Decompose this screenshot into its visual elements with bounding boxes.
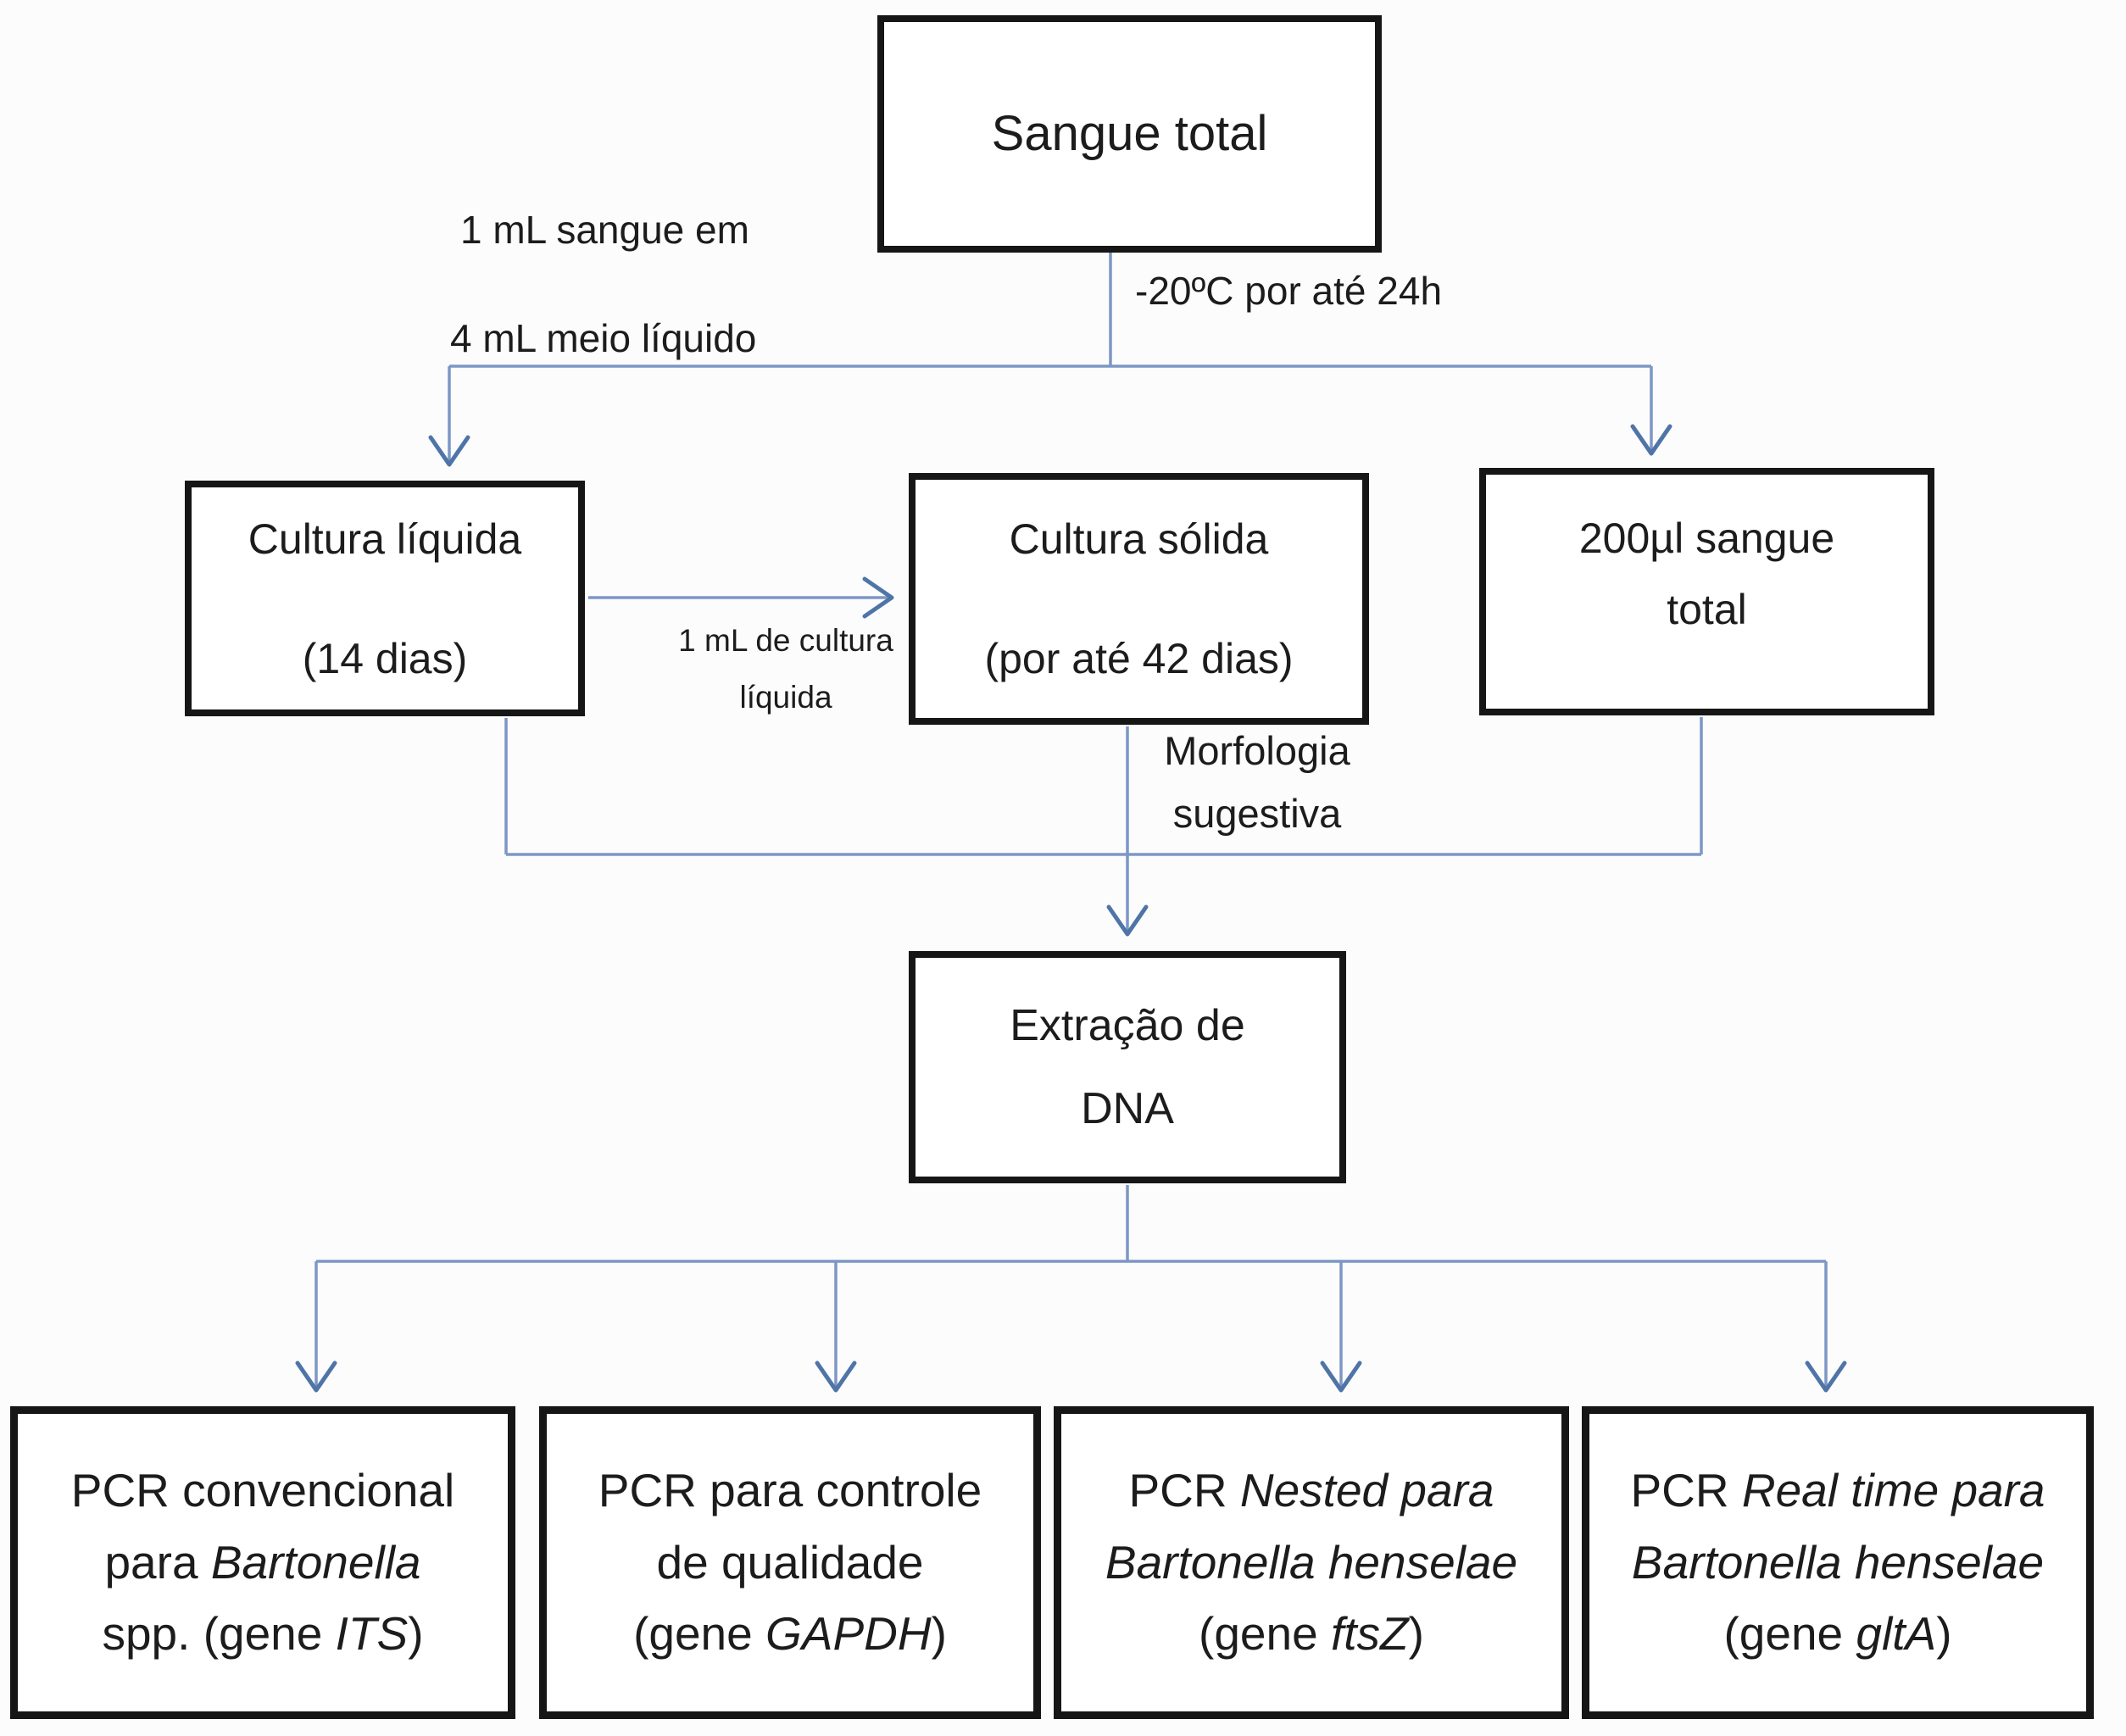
text-line: 200µl sangue [1578,515,1835,562]
text-line: Morfologia [1164,728,1350,773]
arrowhead-down-sangue-200-icon [1630,424,1672,456]
arrowhead-down-pcr-nested-icon [1320,1360,1362,1393]
text-line: PCR Real time para [1630,1464,2045,1517]
box-pcr-controle-qualidade: PCR para controle de qualidade (gene GAPDH… [539,1406,1041,1719]
text-line: (gene GAPDH) [633,1607,947,1661]
label-sample-volume-line2: 4 mL meio líquido [450,316,757,360]
text-line: spp. (gene ITS) [102,1607,424,1661]
text-line: Extração de [1010,1000,1245,1050]
arrowhead-down-pcr-controle-icon [815,1360,857,1393]
text-line: (por até 42 dias) [984,635,1294,682]
text-line: Cultura sólida [1009,515,1269,563]
text-line: PCR para controle [598,1464,982,1517]
arrowhead-down-pcr-realtime-icon [1805,1360,1847,1393]
label-liquid-to-solid-transfer: 1 mL de cultura líquida [646,623,926,715]
text-line: de qualidade [656,1535,924,1589]
box-pcr-convencional: PCR convencional para Bartonella spp. (gen… [10,1406,515,1719]
arrowhead-down-extracao-icon [1106,904,1149,937]
text-line: total [1667,586,1747,633]
text-line: Bartonella henselae [1105,1535,1518,1589]
text-line: 1 mL de cultura [678,623,893,658]
box-sangue-total: Sangue total [877,15,1382,253]
text-line: para Bartonella [104,1535,421,1589]
box-sangue-200: 200µl sangue total [1479,468,1934,715]
text-line: (14 dias) [302,634,468,682]
text-line: PCR convencional [70,1464,455,1517]
text-line: Cultura líquida [248,515,522,563]
box-extracao-dna: Extração de DNA [909,951,1346,1183]
label-sample-volume-line1: 1 mL sangue em [460,208,749,252]
label-freeze-condition: -20ºC por até 24h [1135,269,1443,313]
text-line: (gene gltA) [1723,1607,1952,1661]
text-line: DNA [1081,1084,1174,1133]
box-cultura-solida: Cultura sólida (por até 42 dias) [909,473,1369,725]
text-line: PCR Nested para [1128,1464,1494,1517]
text-line: (gene ftsZ) [1199,1607,1424,1661]
text-line: sugestiva [1172,790,1342,836]
arrowhead-right-solida-icon [862,576,894,619]
label-morphology: Morfologia sugestiva [1088,729,1427,835]
box-cultura-liquida: Cultura líquida (14 dias) [185,481,585,716]
arrowhead-down-pcr-convencional-icon [295,1360,337,1393]
text-line: Bartonella henselae [1631,1535,2045,1589]
text-line: Sangue total [991,105,1268,161]
arrowhead-down-cultura-liquida-icon [428,435,470,467]
text-line: líquida [739,679,832,715]
